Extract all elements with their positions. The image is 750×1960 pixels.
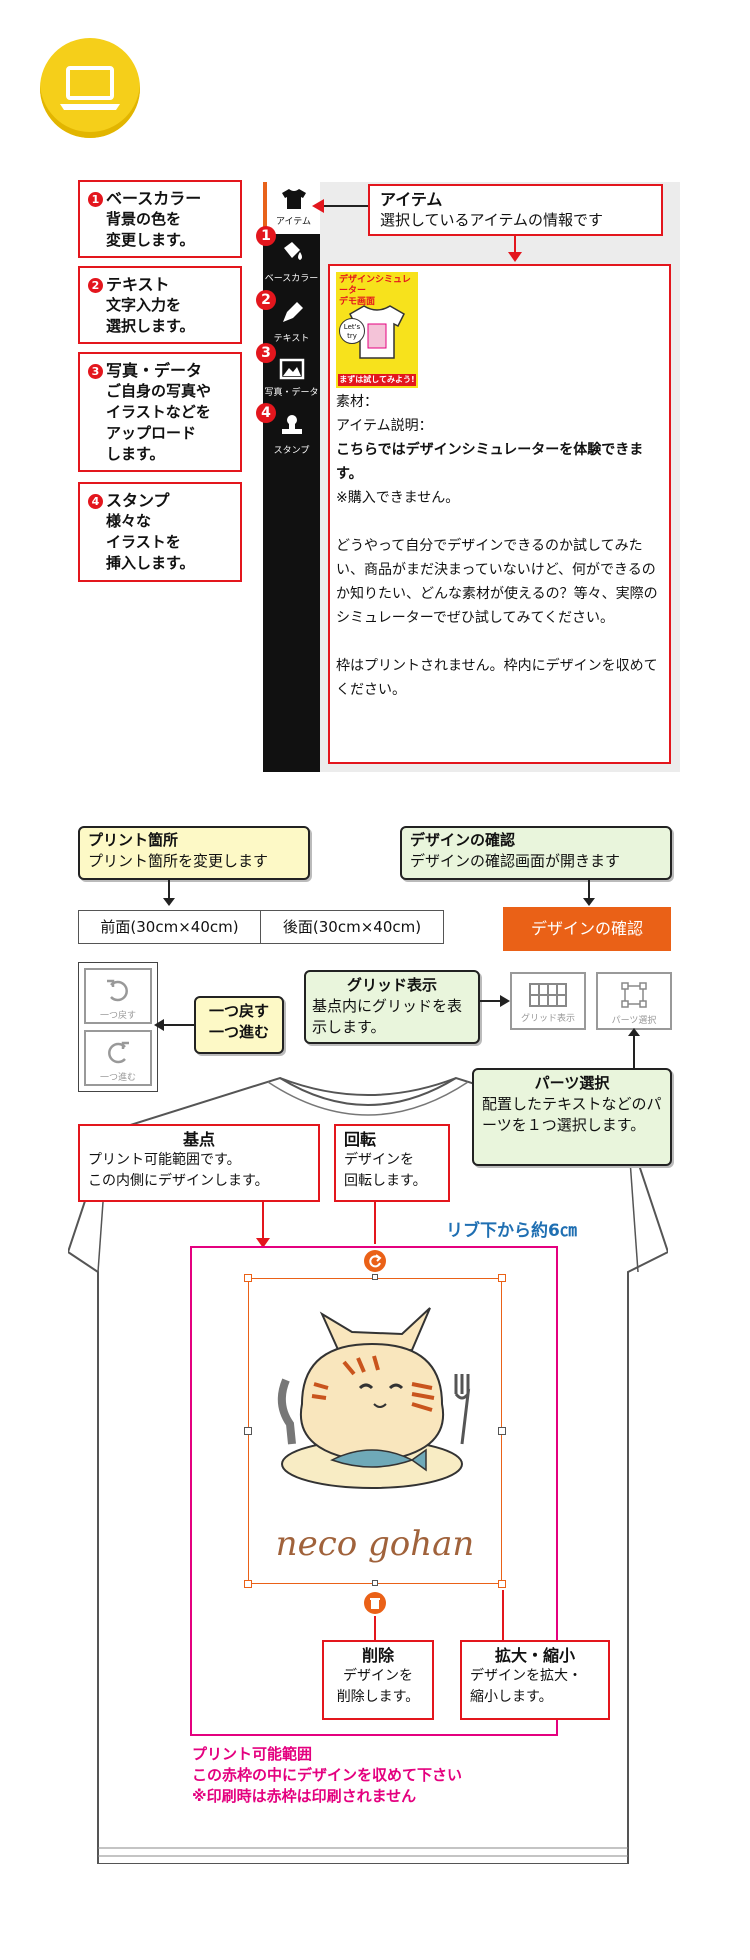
tab-front[interactable]: 前面(30cm×40cm): [78, 910, 261, 944]
pointer-line: [374, 1616, 376, 1640]
design-text: neco gohan: [275, 1524, 475, 1564]
item-info: デザインシミュレーター デモ画面 Let's try まずは試してみよう! 素材…: [328, 264, 671, 764]
undo-icon: [107, 979, 128, 1002]
undo-button[interactable]: 一つ戻す: [84, 968, 152, 1024]
rotate-icon: [369, 1254, 382, 1268]
image-icon: [279, 358, 304, 380]
pointer-line: [262, 1202, 264, 1242]
sidebar-item-text[interactable]: テキスト: [263, 300, 320, 344]
arrow-down-icon: [508, 252, 522, 262]
stamp-icon: [281, 415, 302, 434]
pointer-line: [633, 1030, 635, 1068]
sidebar-num-3: 3: [256, 343, 276, 363]
parts-select-note: パーツ選択 配置したテキストなどのパーツを１つ選択します。: [472, 1068, 672, 1166]
resize-handle[interactable]: [498, 1427, 506, 1435]
sidebar: [263, 182, 320, 772]
print-area-note: プリント可能範囲 この赤枠の中にデザインを収めて下さい ※印刷時は赤枠は印刷され…: [192, 1745, 463, 1805]
arrow-left-icon: [154, 1019, 164, 1031]
resize-handle[interactable]: [244, 1427, 252, 1435]
laptop-badge: [40, 38, 140, 138]
redo-button[interactable]: 一つ進む: [84, 1030, 152, 1086]
cat-illustration: [277, 1307, 471, 1489]
print-area-frame: [190, 1246, 558, 1736]
arrow-down-icon: [256, 1238, 270, 1248]
delete-note: 削除 デザインを 削除します。: [322, 1640, 434, 1720]
sidebar-item-photo[interactable]: 写真・データ: [263, 358, 320, 398]
arrow-down-icon: [583, 898, 595, 906]
parts-select-button[interactable]: パーツ選択: [596, 972, 672, 1030]
laptop-icon: [60, 66, 120, 110]
pointer-line: [160, 1024, 194, 1026]
resize-handle[interactable]: [244, 1274, 252, 1282]
delete-handle[interactable]: [364, 1592, 386, 1614]
pen-icon: [282, 302, 303, 322]
rib-note: リブ下から約6㎝: [446, 1221, 577, 1241]
grid-note: グリッド表示 基点内にグリッドを表示します。: [304, 970, 480, 1044]
parts-select-icon: [621, 982, 647, 1008]
trash-icon: [370, 1598, 380, 1609]
pointer-line: [480, 1000, 504, 1002]
arrow-left-icon: [312, 199, 324, 213]
design-check-note: デザインの確認 デザインの確認画面が開きます: [400, 826, 672, 880]
pointer-line: [320, 205, 368, 207]
sidebar-item-base-color[interactable]: ベースカラー: [263, 240, 320, 284]
sidebar-item-item[interactable]: アイテム: [263, 182, 320, 234]
arrow-up-icon: [628, 1028, 640, 1036]
grid-toggle-button[interactable]: グリッド表示: [510, 972, 586, 1030]
sidebar-num-2: 2: [256, 290, 276, 310]
demo-thumbnail: デザインシミュレーター デモ画面 Let's try まずは試してみよう!: [336, 272, 418, 388]
sidebar-num-4: 4: [256, 403, 276, 423]
scale-note: 拡大・縮小 デザインを拡大・ 縮小します。: [460, 1640, 610, 1720]
sidebar-item-stamp[interactable]: スタンプ: [263, 414, 320, 456]
scale-handle[interactable]: [498, 1580, 506, 1588]
sidebar-num-1: 1: [256, 226, 276, 246]
resize-handle[interactable]: [372, 1274, 378, 1280]
paint-bucket-icon: [283, 242, 302, 260]
resize-handle[interactable]: [372, 1580, 378, 1586]
tshirt-icon: [281, 189, 306, 209]
base-point-note: 基点 プリント可能範囲です。 この内側にデザインします。: [78, 1124, 320, 1202]
print-location-note: プリント箇所 プリント箇所を変更します: [78, 826, 310, 880]
pointer-line: [588, 880, 590, 902]
tab-back[interactable]: 後面(30cm×40cm): [261, 910, 444, 944]
design-confirm-button[interactable]: デザインの確認: [503, 907, 671, 951]
pointer-line: [502, 1590, 504, 1640]
rotate-handle[interactable]: [364, 1250, 386, 1272]
undo-redo-note: 一つ戻す 一つ進む: [194, 996, 284, 1054]
resize-handle[interactable]: [498, 1274, 506, 1282]
grid-icon: [529, 983, 567, 1007]
callout-item: アイテム 選択しているアイテムの情報です: [368, 184, 663, 236]
redo-icon: [108, 1041, 129, 1064]
resize-handle[interactable]: [244, 1580, 252, 1588]
pointer-line: [514, 236, 516, 254]
arrow-down-icon: [163, 898, 175, 906]
arrow-right-icon: [500, 995, 510, 1007]
rotate-note: 回転 デザインを 回転します。: [334, 1124, 450, 1202]
pointer-line: [374, 1202, 376, 1244]
pointer-line: [168, 880, 170, 902]
